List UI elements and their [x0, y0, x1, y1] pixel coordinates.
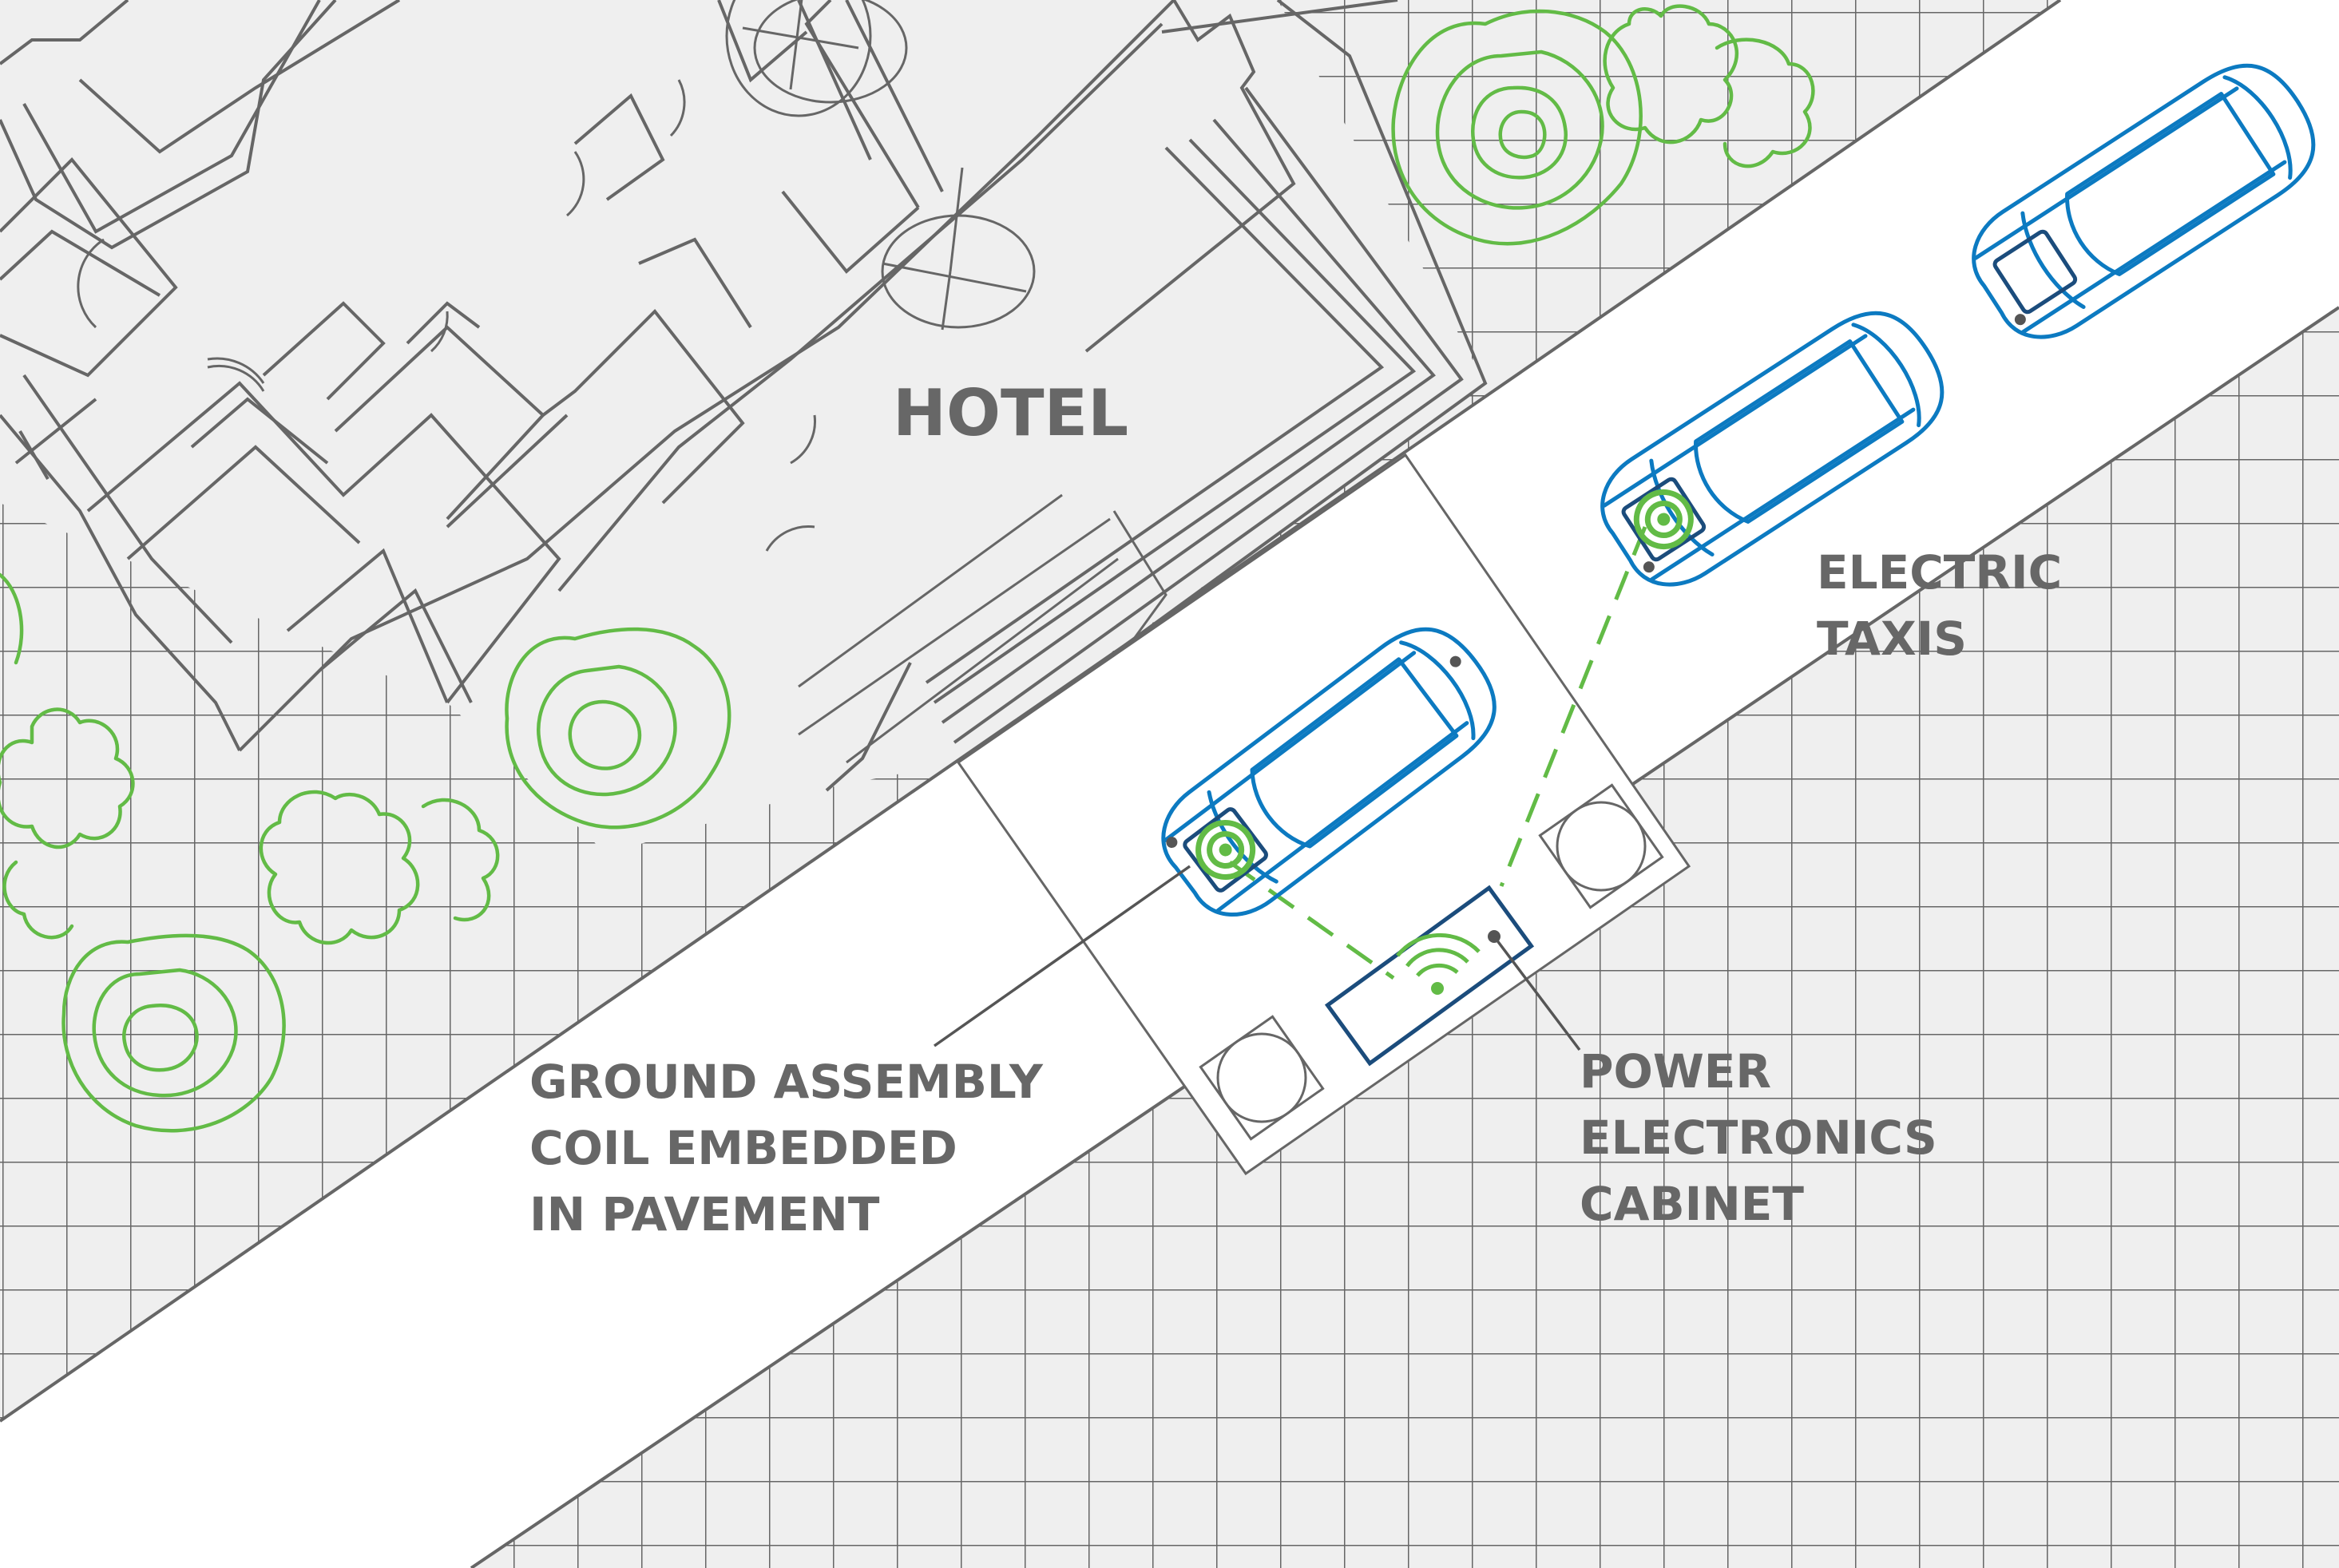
cabinet-leader — [1493, 935, 1581, 1051]
round-table — [753, 0, 908, 104]
tree — [0, 707, 135, 940]
electric-taxi-1[interactable] — [1144, 608, 1516, 935]
ground-assembly-leader — [933, 865, 1191, 1047]
charging-bay — [956, 453, 1691, 1176]
vehicle-receiver-pad — [1992, 229, 2078, 315]
tree — [1603, 4, 1815, 168]
ground-assembly-label: GROUND ASSEMBLY COIL EMBEDDED IN PAVEMEN… — [529, 1055, 1059, 1241]
tree — [259, 790, 500, 945]
tree — [0, 572, 24, 665]
electric-taxis-label: ELECTRIC TAXIS — [1817, 545, 2078, 666]
tree — [1391, 9, 1643, 246]
round-table — [881, 167, 1036, 331]
tree — [505, 627, 731, 830]
road-edge-north — [0, 0, 2062, 1423]
electric-taxi-3[interactable] — [1956, 45, 2335, 357]
bollard — [1199, 1015, 1325, 1141]
vehicle-receiver-pad — [1183, 807, 1268, 893]
electric-taxi-2[interactable] — [1584, 292, 1964, 604]
power-link-taxi-1 — [1228, 860, 1395, 980]
power-electronics-cabinet — [1324, 885, 1535, 1067]
hotel-label: HOTEL — [893, 376, 1128, 450]
tree — [61, 933, 286, 1133]
vehicle-receiver-pad — [1621, 477, 1707, 562]
round-table — [725, 0, 872, 117]
bollard — [1538, 783, 1664, 909]
power-cabinet-label: POWER ELECTRONICS CABINET — [1580, 1044, 1953, 1231]
hotel-building — [0, 0, 1488, 854]
power-link-taxi-2 — [1499, 526, 1647, 887]
wireless-signal-icon — [1396, 932, 1481, 995]
